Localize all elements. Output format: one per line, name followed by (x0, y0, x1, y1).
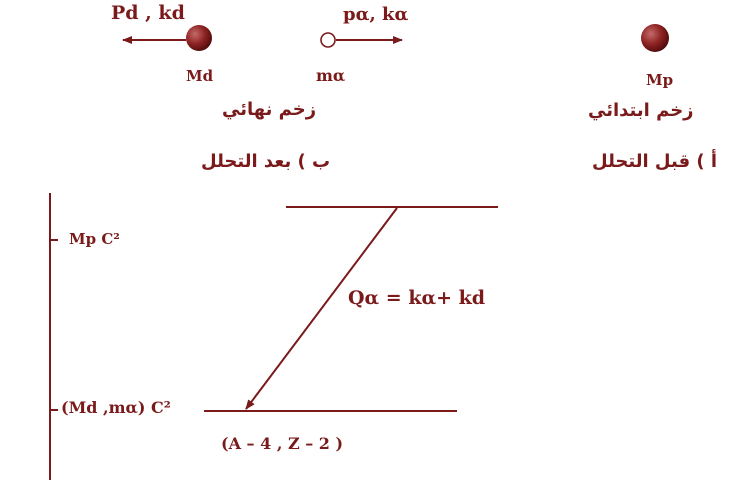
daughter-nucleus-notation: (A – 4 , Z – 2 ) (221, 434, 344, 453)
q-value-equation: Qα = kα+ kd (348, 287, 486, 309)
final-momentum-label: زخم نهائي (222, 99, 317, 120)
after-decay-caption: ب ) بعد التحلل (201, 151, 331, 172)
daughter-nucleus (186, 25, 212, 51)
upper-level-energy-label: Mp C² (69, 230, 120, 248)
alpha-momentum-label: pα, kα (343, 4, 409, 25)
daughter-momentum-label: Pd , kd (111, 2, 185, 24)
lower-level-energy-label: (Md ,mα) C² (61, 398, 171, 417)
daughter-mass-label: Md (186, 67, 214, 85)
parent-mass-label: Mp (646, 71, 674, 89)
initial-momentum-label: زخم ابتدائي (588, 100, 694, 121)
before-decay-caption: أ ) قبل التحلل (592, 151, 718, 172)
alpha-mass-label: mα (316, 66, 346, 85)
parent-nucleus (641, 24, 669, 52)
decay-transition-arrow (245, 207, 398, 410)
alpha-particle (320, 32, 336, 48)
